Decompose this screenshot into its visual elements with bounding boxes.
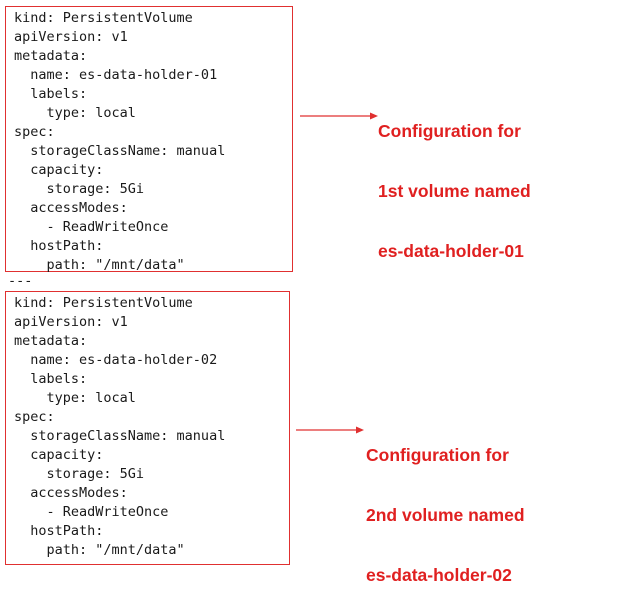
yaml-block-volume-02: kind: PersistentVolume apiVersion: v1 me… (5, 291, 290, 565)
annotation-line: Configuration for (366, 445, 509, 465)
annotation-volume-02: Configuration for 2nd volume named es-da… (366, 405, 525, 605)
yaml-line: capacity: (14, 162, 104, 178)
annotation-line: 2nd volume named (366, 505, 525, 525)
yaml-line: accessModes: (14, 485, 128, 501)
yaml-line: labels: (14, 86, 88, 102)
arrow-right-icon (300, 112, 378, 120)
yaml-line: metadata: (14, 48, 88, 64)
yaml-line: storageClassName: manual (14, 143, 226, 159)
annotation-line: es-data-holder-01 (378, 241, 524, 261)
yaml-line: path: "/mnt/data" (14, 257, 185, 273)
yaml-line: name: es-data-holder-02 (14, 352, 218, 368)
yaml-line: storage: 5Gi (14, 466, 145, 482)
yaml-line: spec: (14, 409, 55, 425)
yaml-line: spec: (14, 124, 55, 140)
arrow-right-icon (296, 426, 364, 434)
annotation-volume-01: Configuration for 1st volume named es-da… (378, 81, 531, 281)
yaml-line: apiVersion: v1 (14, 314, 128, 330)
yaml-line: path: "/mnt/data" (14, 542, 185, 558)
yaml-line: capacity: (14, 447, 104, 463)
yaml-line: metadata: (14, 333, 88, 349)
yaml-line: hostPath: (14, 523, 104, 539)
yaml-line: - ReadWriteOnce (14, 219, 169, 235)
yaml-line: labels: (14, 371, 88, 387)
annotation-line: es-data-holder-02 (366, 565, 512, 585)
yaml-block-volume-01: kind: PersistentVolume apiVersion: v1 me… (5, 6, 293, 273)
yaml-line: accessModes: (14, 200, 128, 216)
yaml-document-separator: --- (8, 273, 33, 289)
yaml-line: type: local (14, 105, 136, 121)
yaml-line: - ReadWriteOnce (14, 504, 169, 520)
annotation-line: 1st volume named (378, 181, 531, 201)
yaml-line: hostPath: (14, 238, 104, 254)
yaml-line: storage: 5Gi (14, 181, 145, 197)
yaml-line: apiVersion: v1 (14, 29, 128, 45)
yaml-line: kind: PersistentVolume (14, 295, 193, 311)
yaml-line: kind: PersistentVolume (14, 10, 193, 26)
yaml-line: name: es-data-holder-01 (14, 67, 218, 83)
yaml-line: type: local (14, 390, 136, 406)
yaml-line: storageClassName: manual (14, 428, 226, 444)
annotation-line: Configuration for (378, 121, 521, 141)
